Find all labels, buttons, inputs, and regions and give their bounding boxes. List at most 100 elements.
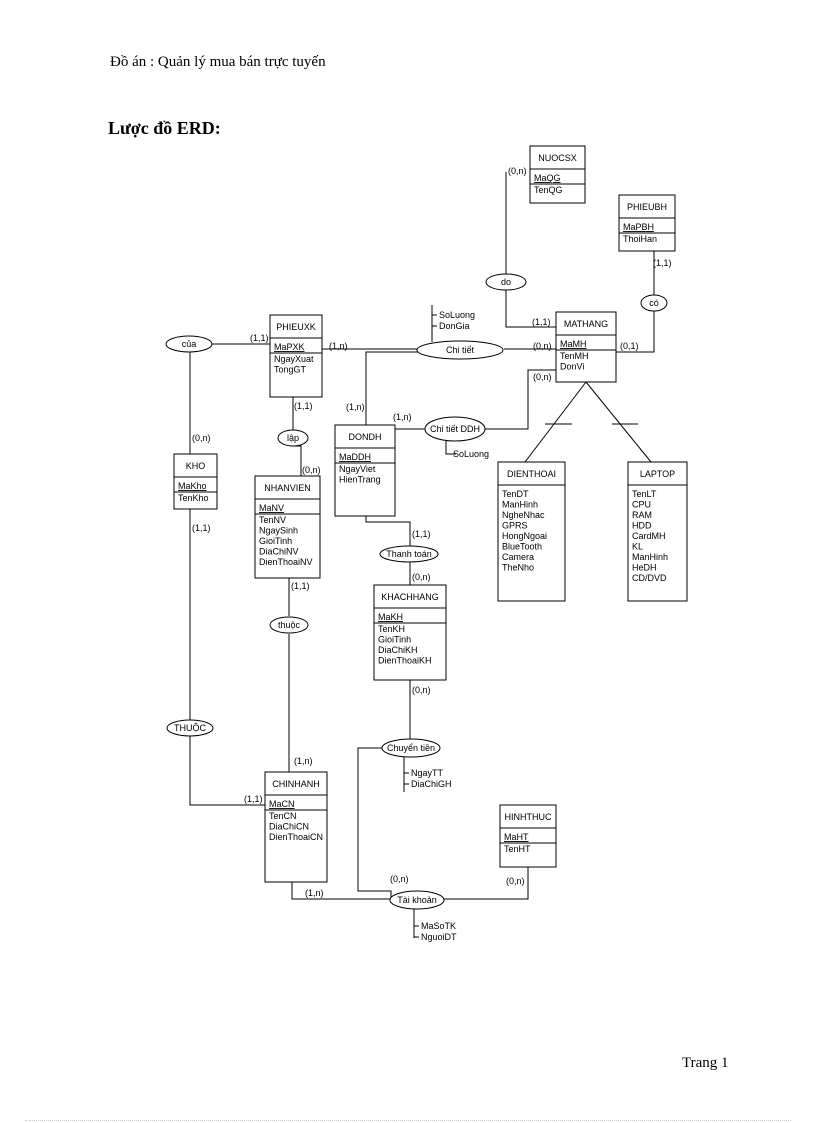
relationship-attribute-taikhoan: MaSoTK — [421, 921, 456, 931]
entity-attribute: HienTrang — [339, 475, 381, 485]
entity-name: PHIEUBH — [627, 202, 667, 212]
relationship-shape — [381, 738, 441, 758]
relationship-label: Thanh toán — [386, 549, 432, 559]
relationship-taikhoan: Tài khoản — [389, 890, 445, 910]
relationship-thuoc: thuộc — [269, 616, 309, 634]
entity-attribute: GioiTinh — [378, 635, 411, 645]
entity-attribute: ThoiHan — [623, 234, 657, 244]
entity-box — [499, 804, 557, 868]
entity-attribute: NgaySinh — [259, 526, 298, 536]
relationship-label: thuộc — [278, 620, 301, 630]
relationship-thuoc2: THUỘC — [166, 719, 214, 737]
entity-key-attribute: MaKho — [178, 481, 207, 491]
entity-key-attribute: MaPXK — [274, 342, 305, 352]
cardinality-phieuxk-chitiet: (1,n) — [329, 341, 348, 351]
cardinality-phieuxk-cua: (1,1) — [250, 333, 269, 343]
relationship-shape — [166, 719, 214, 737]
entity-box — [264, 771, 328, 883]
entity-attribute: KL — [632, 542, 643, 552]
line-dondh-thanhtoan — [365, 516, 411, 546]
relationship-shape — [424, 416, 486, 442]
entity-attribute: NgayXuat — [274, 354, 314, 364]
entity-attribute: TheNho — [502, 563, 534, 573]
relationship-attribute-taikhoan: NguoiDT — [421, 932, 457, 942]
entity-attribute: BlueTooth — [502, 542, 542, 552]
entity-name: NHANVIEN — [264, 483, 311, 493]
entity-attribute: TenKH — [378, 624, 405, 634]
cardinality-dondh-chitiet: (1,n) — [346, 402, 365, 412]
entity-attribute: TongGT — [274, 365, 307, 375]
entity-key-attribute: MaKH — [378, 612, 403, 622]
relationship-label: Chi tiết — [446, 345, 475, 355]
cardinality-khachhang-chuyentien: (0,n) — [412, 685, 431, 695]
entity-attribute: DienThoaiCN — [269, 832, 323, 842]
relationship-shape — [379, 545, 439, 563]
entity-box — [529, 145, 586, 204]
entity-attribute: DiaChiNV — [259, 547, 299, 557]
entity-attribute: GioiTinh — [259, 536, 292, 546]
entity-attribute: NgayViet — [339, 464, 376, 474]
cardinality-nhanvien-lap: (0,n) — [302, 465, 321, 475]
entity-name: DIENTHOAI — [507, 469, 556, 479]
relationship-shape — [640, 294, 668, 312]
entity-box — [618, 194, 676, 252]
entity-box — [254, 475, 321, 579]
entity-attribute: Camera — [502, 552, 534, 562]
entity-box — [334, 424, 396, 517]
entity-attribute: DonVi — [560, 362, 584, 372]
cardinality-chinhanh-taikhoan: (1,n) — [305, 888, 324, 898]
entity-attribute: TenDT — [502, 489, 529, 499]
entity-attribute: TenLT — [632, 489, 657, 499]
entity-key-attribute: MaQG — [534, 173, 561, 183]
entity-attribute: TenQG — [534, 185, 563, 195]
entity-attribute: DiaChiKH — [378, 645, 418, 655]
entity-attribute: TenKho — [178, 493, 209, 503]
entity-attribute: TenMH — [560, 351, 589, 361]
relationship-chitiet: Chi tiết — [416, 340, 504, 360]
cardinality-mathang-chitiet: (0,n) — [533, 341, 552, 351]
entity-attribute: GPRS — [502, 521, 528, 531]
entity-attribute: CD/DVD — [632, 573, 667, 583]
relationship-label: Tài khoản — [397, 895, 437, 905]
cardinality-dondh-thanhtoan: (1,1) — [412, 529, 431, 539]
entity-attribute: ManHinh — [502, 500, 538, 510]
relationship-shape — [165, 335, 213, 353]
page-divider — [25, 1120, 791, 1121]
entity-dienthoai: DIENTHOAITenDTManHinhNgheNhacGPRSHongNgo… — [497, 461, 566, 602]
cardinality-phieuxk-lap: (1,1) — [294, 401, 313, 411]
entity-name: KHO — [186, 461, 206, 471]
cardinality-khachhang-thanhtoan: (0,n) — [412, 572, 431, 582]
entity-box — [173, 453, 218, 510]
entity-attribute: ManHinh — [632, 552, 668, 562]
entity-name: MATHANG — [564, 319, 608, 329]
entity-attribute: DienThoaiNV — [259, 557, 313, 567]
entity-box — [555, 311, 617, 383]
relationship-cua: của — [165, 335, 213, 353]
entity-attribute: CardMH — [632, 531, 666, 541]
entity-attribute: TenNV — [259, 515, 286, 525]
relationship-attribute-chuyentien: DiaChiGH — [411, 779, 452, 789]
relationship-label: lập — [287, 433, 299, 443]
relationship-label: THUỘC — [174, 723, 206, 733]
entity-name: NUOCSX — [538, 153, 577, 163]
cardinality-phieubh-co: (1,1) — [653, 258, 672, 268]
entity-key-attribute: MaDDH — [339, 452, 371, 462]
relationship-label: Chi tiết DDH — [430, 424, 480, 434]
entity-laptop: LAPTOPTenLTCPURAMHDDCardMHKLManHinhHeDHC… — [627, 461, 688, 602]
entity-attribute: TenCN — [269, 811, 297, 821]
entity-key-attribute: MaCN — [269, 799, 295, 809]
entity-attribute: CPU — [632, 500, 651, 510]
entity-name: LAPTOP — [640, 469, 675, 479]
page-number: Trang 1 — [682, 1055, 729, 1071]
relationship-chitietddh: Chi tiết DDH — [424, 416, 486, 442]
entity-nuocsx: NUOCSX MaQG TenQG — [529, 145, 586, 204]
document-header: Đồ án : Quản lý mua bán trực tuyến — [110, 54, 326, 70]
entity-name: KHACHHANG — [381, 592, 439, 602]
cardinality-chinhanh-thuoc2: (1,1) — [244, 794, 263, 804]
cardinality-mathang-co: (0,1) — [620, 341, 639, 351]
